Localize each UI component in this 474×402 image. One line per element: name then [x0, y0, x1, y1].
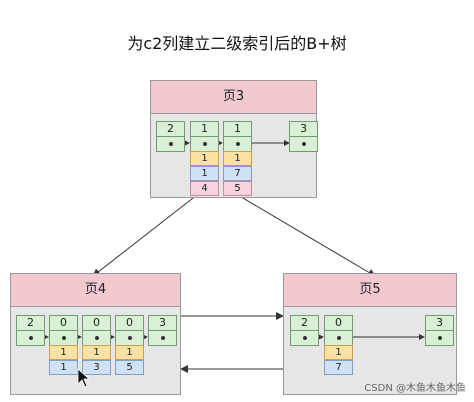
- page-4: 页4 2 0 1 1 0 1 3 0 1 5 3: [10, 273, 181, 395]
- page-5-header: 页5: [284, 274, 456, 307]
- p4-r2-c3: 1: [49, 345, 78, 360]
- p5-r2-c1: 7: [324, 360, 353, 375]
- p3-r2-c1: 4: [190, 181, 219, 196]
- record-key: 3: [290, 122, 317, 137]
- p5-record-1: 2: [290, 315, 319, 346]
- p3-record-1: 2: [156, 121, 185, 152]
- p3-r3-c4: 7: [223, 166, 252, 181]
- p4-record-5: 3: [148, 315, 177, 346]
- p5-record-2: 0: [324, 315, 353, 346]
- p4-r4-c3: 1: [115, 345, 144, 360]
- record-key: 2: [291, 316, 318, 331]
- p3-to-p5-link: [230, 190, 376, 277]
- p3-r3-c3: 1: [223, 151, 252, 166]
- p4-record-3: 0: [82, 315, 111, 346]
- page-4-header: 页4: [11, 274, 180, 307]
- record-key: 1: [224, 122, 251, 137]
- p3-r2-c3: 1: [190, 151, 219, 166]
- p3-record-4: 3: [289, 121, 318, 152]
- page-3: 页3 2 1 1 1 4 1 1 7 5 3: [150, 80, 318, 198]
- p3-r2-c4: 1: [190, 166, 219, 181]
- watermark: CSDN @木鱼木鱼木鱼: [364, 383, 466, 394]
- record-key: 0: [50, 316, 77, 331]
- record-key: 2: [17, 316, 44, 331]
- record-key: 3: [149, 316, 176, 331]
- page-3-header: 页3: [151, 81, 316, 114]
- page-5: 页5 2 0 1 7 3: [283, 273, 457, 395]
- p3-r3-c1: 5: [223, 181, 252, 196]
- p5-r2-c3: 1: [324, 345, 353, 360]
- record-key: 1: [191, 122, 218, 137]
- record-key: 0: [116, 316, 143, 331]
- record-key: 0: [325, 316, 352, 331]
- p4-record-1: 2: [16, 315, 45, 346]
- p4-r3-c1: 3: [82, 360, 111, 375]
- diagram-title: 为c2列建立二级索引后的B+树: [127, 34, 347, 53]
- p4-r4-c1: 5: [115, 360, 144, 375]
- p3-to-p4-link: [92, 190, 203, 277]
- record-key: 0: [83, 316, 110, 331]
- record-key: 2: [157, 122, 184, 137]
- p3-record-2: 1: [190, 121, 219, 152]
- p3-record-3: 1: [223, 121, 252, 152]
- p4-record-2: 0: [49, 315, 78, 346]
- p4-record-4: 0: [115, 315, 144, 346]
- p4-r3-c3: 1: [82, 345, 111, 360]
- record-key: 3: [426, 316, 453, 331]
- mouse-cursor-icon: [77, 368, 91, 388]
- p5-record-3: 3: [425, 315, 454, 346]
- p4-r2-c1: 1: [49, 360, 78, 375]
